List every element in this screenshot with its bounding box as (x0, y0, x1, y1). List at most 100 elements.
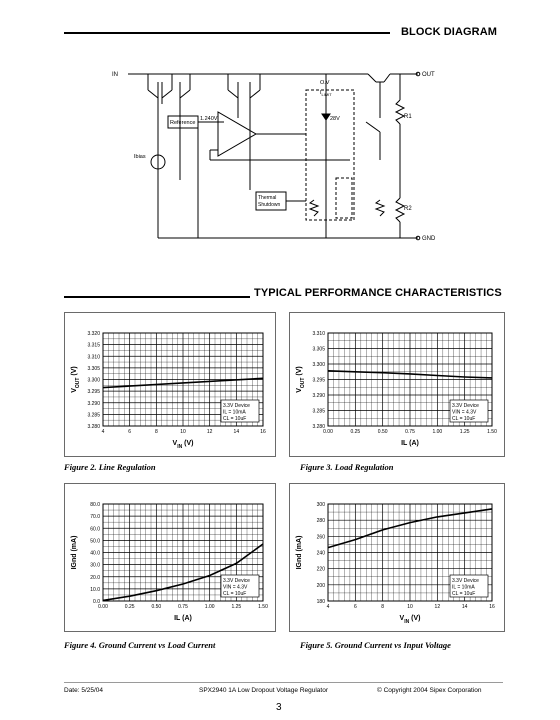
bd-gnd-label: GND (422, 236, 436, 242)
y-tick-label: 0.0 (93, 599, 100, 605)
plot-frame (102, 332, 264, 427)
y-tick-label: 260 (317, 534, 326, 540)
legend-text: CL = 10uF (452, 591, 475, 597)
bd-reference-label: Reference (170, 120, 195, 126)
x-tick-label: 0.75 (405, 429, 415, 435)
x-tick-label: 0.25 (350, 429, 360, 435)
y-tick-label: 280 (317, 518, 326, 524)
caption-figure-3: Figure 3. Load Regulation (300, 462, 394, 472)
x-tick-label: 0.75 (178, 604, 188, 610)
bd-zener-label: 28V (330, 116, 340, 122)
bd-out-label: OUT (422, 72, 435, 78)
x-tick-label: 8 (381, 604, 384, 610)
bd-thermal-line1: Thermal (258, 195, 276, 201)
y-tick-label: 220 (317, 567, 326, 573)
legend-box (220, 574, 260, 598)
y-axis-label: IGnd (mA) (71, 536, 78, 570)
series-line (327, 370, 493, 379)
bd-in-label: IN (112, 72, 118, 78)
series-line (327, 508, 493, 549)
legend-text: VIN = 4.3V (452, 410, 477, 416)
y-axis-label: VOUT (V) (296, 366, 306, 393)
x-tick-label: 14 (462, 604, 468, 610)
x-tick-label: 16 (260, 429, 266, 435)
block-diagram: IN OUT GND Reference 1.240V Ibias O.V IL… (112, 71, 436, 242)
x-tick-label: 0.25 (125, 604, 135, 610)
footer-date: Date: 5/25/04 (64, 687, 104, 694)
y-tick-label: 40.0 (90, 551, 100, 557)
bd-r2-label: R2 (404, 206, 412, 212)
header-rule (64, 32, 390, 34)
legend-text: CL = 10uF (223, 416, 246, 422)
series-line (102, 377, 264, 389)
y-tick-label: 10.0 (90, 587, 100, 593)
y-tick-label: 3.285 (87, 412, 100, 418)
y-tick-label: 3.295 (312, 378, 325, 384)
y-axis-label: IGnd (mA) (296, 536, 303, 570)
x-tick-label: 14 (234, 429, 240, 435)
y-tick-label: 180 (317, 599, 326, 605)
y-tick-label: 3.290 (312, 393, 325, 399)
footer-copyright: © Copyright 2004 Sipex Corporation (377, 687, 482, 694)
x-tick-label: 1.25 (460, 429, 470, 435)
legend-text: IL = 10mA (223, 410, 246, 416)
page-number: 3 (276, 702, 282, 713)
y-tick-label: 3.280 (312, 424, 325, 430)
y-tick-label: 3.320 (87, 331, 100, 337)
legend-text: 3.3V Device (452, 578, 479, 584)
section-title: TYPICAL PERFORMANCE CHARACTERISTICS (254, 287, 502, 299)
y-axis-label: VOUT (V) (71, 366, 81, 393)
y-tick-label: 60.0 (90, 526, 100, 532)
y-tick-label: 3.310 (87, 354, 100, 360)
x-axis-label: VIN (V) (173, 440, 194, 450)
y-tick-label: 3.300 (312, 362, 325, 368)
x-tick-label: 4 (327, 604, 330, 610)
x-tick-label: 1.00 (432, 429, 442, 435)
y-tick-label: 300 (317, 502, 326, 508)
legend-text: CL = 10uF (223, 591, 246, 597)
x-tick-label: 6 (128, 429, 131, 435)
legend-box (449, 574, 489, 598)
plot-frame (102, 503, 264, 602)
legend-text: IL = 10mA (452, 585, 475, 591)
caption-figure-5: Figure 5. Ground Current vs Input Voltag… (300, 640, 451, 650)
caption-figure-4: Figure 4. Ground Current vs Load Current (64, 640, 216, 650)
legend-box (220, 399, 260, 423)
y-tick-label: 3.280 (87, 424, 100, 430)
x-tick-label: 1.50 (487, 429, 497, 435)
legend-text: VIN = 4.3V (223, 585, 248, 591)
legend-box (449, 399, 489, 423)
x-tick-label: 0.50 (378, 429, 388, 435)
x-tick-label: 12 (435, 604, 441, 610)
footer-rule (64, 682, 503, 683)
x-axis-label: IL (A) (401, 440, 419, 447)
x-tick-label: 12 (207, 429, 213, 435)
bd-thermal-line2: Shutdown (258, 202, 280, 208)
x-tick-label: 1.25 (231, 604, 241, 610)
x-tick-label: 16 (489, 604, 495, 610)
bd-r1-label: R1 (404, 114, 412, 120)
x-axis-label: VIN (V) (400, 615, 421, 625)
bd-ov-label: O.V (320, 80, 330, 86)
legend-text: 3.3V Device (452, 403, 479, 409)
x-tick-label: 1.00 (205, 604, 215, 610)
x-tick-label: 8 (155, 429, 158, 435)
x-tick-label: 10 (180, 429, 186, 435)
bd-ref-voltage: 1.240V (200, 116, 218, 122)
x-axis-label: IL (A) (174, 615, 192, 622)
y-tick-label: 50.0 (90, 538, 100, 544)
x-tick-label: 10 (407, 604, 413, 610)
y-tick-label: 3.305 (87, 366, 100, 372)
plot-frame (327, 332, 493, 427)
y-tick-label: 80.0 (90, 502, 100, 508)
y-tick-label: 20.0 (90, 575, 100, 581)
footer-product: SPX2940 1A Low Dropout Voltage Regulator (199, 687, 329, 694)
y-tick-label: 3.315 (87, 343, 100, 349)
x-tick-label: 6 (354, 604, 357, 610)
block-diagram-title: BLOCK DIAGRAM (401, 26, 498, 38)
